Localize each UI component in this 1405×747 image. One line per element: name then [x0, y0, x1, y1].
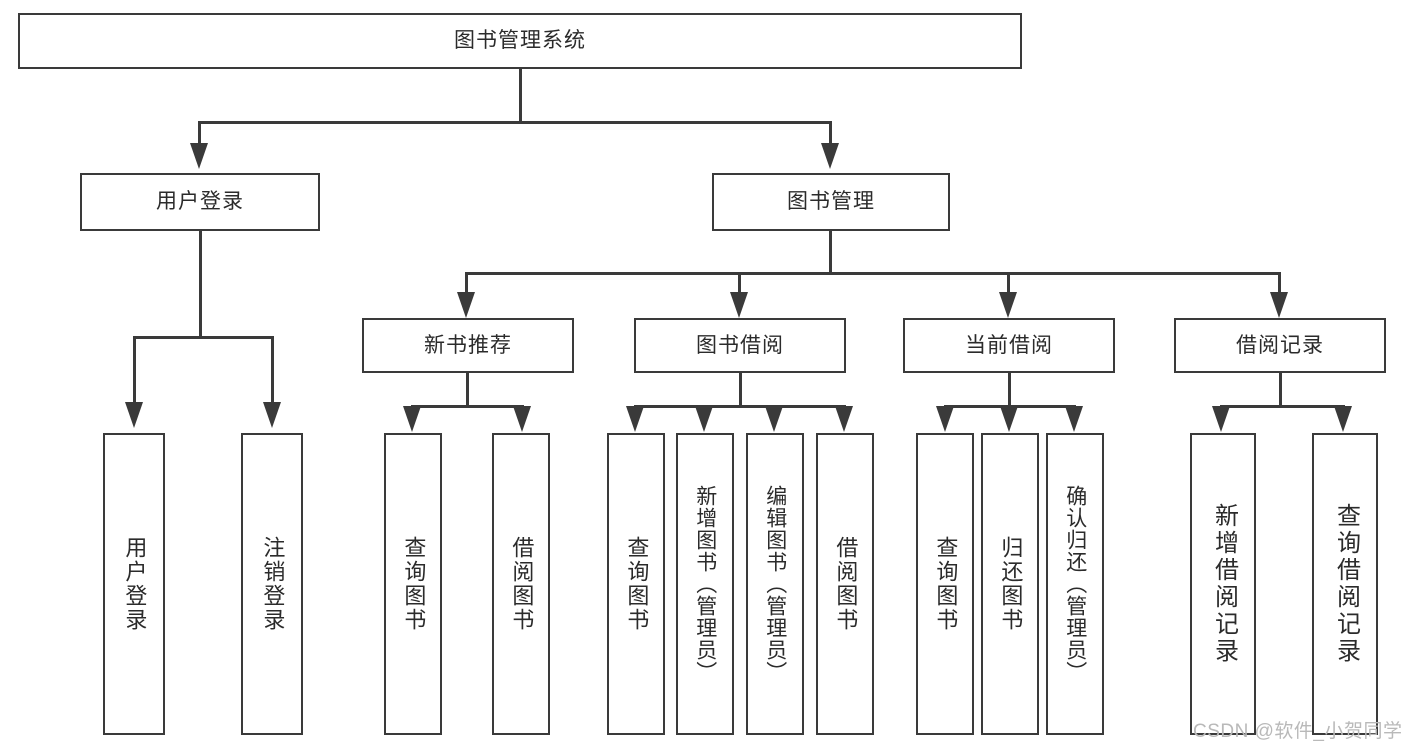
arrowhead-root-to-user-login — [190, 143, 208, 169]
connector-bm-drop-1 — [465, 272, 468, 294]
connector-user-login-drop-1 — [133, 336, 136, 404]
node-book-borrow[interactable]: 图书借阅 — [634, 318, 846, 373]
arrowhead-cb-leaf-2 — [1000, 406, 1018, 432]
node-label: 图书借阅 — [696, 333, 784, 357]
connector-nbr-stem — [466, 373, 469, 406]
arrowhead-nbr-leaf-2 — [513, 406, 531, 432]
leaf-edit-book-admin[interactable]: 编辑图书（管理员） — [746, 433, 804, 735]
connector-nbr-bus — [411, 405, 524, 408]
arrowhead-nbr-leaf-1 — [403, 406, 421, 432]
connector-cb-stem — [1008, 373, 1011, 406]
arrowhead-bb-leaf-1 — [626, 406, 644, 432]
leaf-user-login[interactable]: 用户登录 — [103, 433, 165, 735]
leaf-label: 新增图书（管理员） — [693, 485, 717, 683]
leaf-add-book-admin[interactable]: 新增图书（管理员） — [676, 433, 734, 735]
node-user-login[interactable]: 用户登录 — [80, 173, 320, 231]
arrowhead-br-leaf-1 — [1212, 406, 1230, 432]
connector-user-login-drop-2 — [271, 336, 274, 404]
leaf-borrow-book-recommend[interactable]: 借阅图书 — [492, 433, 550, 735]
connector-root-to-book-management — [829, 121, 832, 145]
connector-br-bus — [1220, 405, 1345, 408]
arrowhead-bm-to-current-borrow — [999, 292, 1017, 318]
node-label: 新书推荐 — [424, 333, 512, 357]
arrowhead-br-leaf-2 — [1334, 406, 1352, 432]
node-book-management[interactable]: 图书管理 — [712, 173, 950, 231]
connector-user-login-bus — [133, 336, 274, 339]
connector-book-management-bus — [465, 272, 1281, 275]
connector-bb-bus — [634, 405, 846, 408]
connector-book-management-stem — [829, 231, 832, 273]
leaf-return-book[interactable]: 归还图书 — [981, 433, 1039, 735]
leaf-query-book-borrow[interactable]: 查询图书 — [607, 433, 665, 735]
leaf-label: 归还图书 — [998, 536, 1024, 632]
leaf-label: 新增借阅记录 — [1210, 503, 1238, 665]
node-new-book-recommend[interactable]: 新书推荐 — [362, 318, 574, 373]
connector-root-bus — [198, 121, 832, 124]
arrowhead-bm-to-book-borrow — [730, 292, 748, 318]
connector-bb-stem — [739, 373, 742, 406]
arrowhead-user-login-leaf-2 — [263, 402, 281, 428]
connector-root-to-user-login — [198, 121, 201, 145]
connector-root-stem — [519, 69, 522, 122]
leaf-label: 查询图书 — [933, 536, 959, 632]
node-borrow-record[interactable]: 借阅记录 — [1174, 318, 1386, 373]
arrowhead-cb-leaf-1 — [936, 406, 954, 432]
leaf-label: 借阅图书 — [833, 536, 859, 632]
arrowhead-bm-to-new-book-recommend — [457, 292, 475, 318]
leaf-label: 查询借阅记录 — [1332, 503, 1360, 665]
leaf-add-borrow-record[interactable]: 新增借阅记录 — [1190, 433, 1256, 735]
connector-bm-drop-4 — [1278, 272, 1281, 294]
arrowhead-bb-leaf-4 — [835, 406, 853, 432]
connector-br-stem — [1279, 373, 1282, 406]
leaf-query-borrow-record[interactable]: 查询借阅记录 — [1312, 433, 1378, 735]
leaf-logout-login[interactable]: 注销登录 — [241, 433, 303, 735]
leaf-confirm-return-admin[interactable]: 确认归还（管理员） — [1046, 433, 1104, 735]
node-current-borrow[interactable]: 当前借阅 — [903, 318, 1115, 373]
connector-user-login-stem — [199, 231, 202, 337]
leaf-label: 编辑图书（管理员） — [763, 485, 787, 683]
csdn-watermark: CSDN @软件_小贺同学 — [1193, 721, 1403, 742]
arrowhead-bm-to-borrow-record — [1270, 292, 1288, 318]
leaf-query-book-recommend[interactable]: 查询图书 — [384, 433, 442, 735]
connector-bm-drop-3 — [1007, 272, 1010, 294]
node-root-book-management-system[interactable]: 图书管理系统 — [18, 13, 1022, 69]
leaf-label: 查询图书 — [624, 536, 650, 632]
node-label: 图书管理 — [787, 190, 875, 214]
arrowhead-bb-leaf-3 — [765, 406, 783, 432]
leaf-label: 借阅图书 — [509, 536, 535, 632]
leaf-label: 注销登录 — [260, 536, 286, 632]
node-label: 图书管理系统 — [454, 29, 586, 53]
arrowhead-root-to-book-management — [821, 143, 839, 169]
leaf-label: 查询图书 — [401, 536, 427, 632]
leaf-label: 用户登录 — [122, 536, 148, 632]
arrowhead-user-login-leaf-1 — [125, 402, 143, 428]
node-label: 用户登录 — [156, 190, 244, 214]
node-label: 借阅记录 — [1236, 333, 1324, 357]
node-label: 当前借阅 — [965, 333, 1053, 357]
arrowhead-bb-leaf-2 — [695, 406, 713, 432]
connector-bm-drop-2 — [738, 272, 741, 294]
leaf-query-book-current[interactable]: 查询图书 — [916, 433, 974, 735]
leaf-label: 确认归还（管理员） — [1063, 485, 1087, 683]
arrowhead-cb-leaf-3 — [1065, 406, 1083, 432]
leaf-borrow-book[interactable]: 借阅图书 — [816, 433, 874, 735]
